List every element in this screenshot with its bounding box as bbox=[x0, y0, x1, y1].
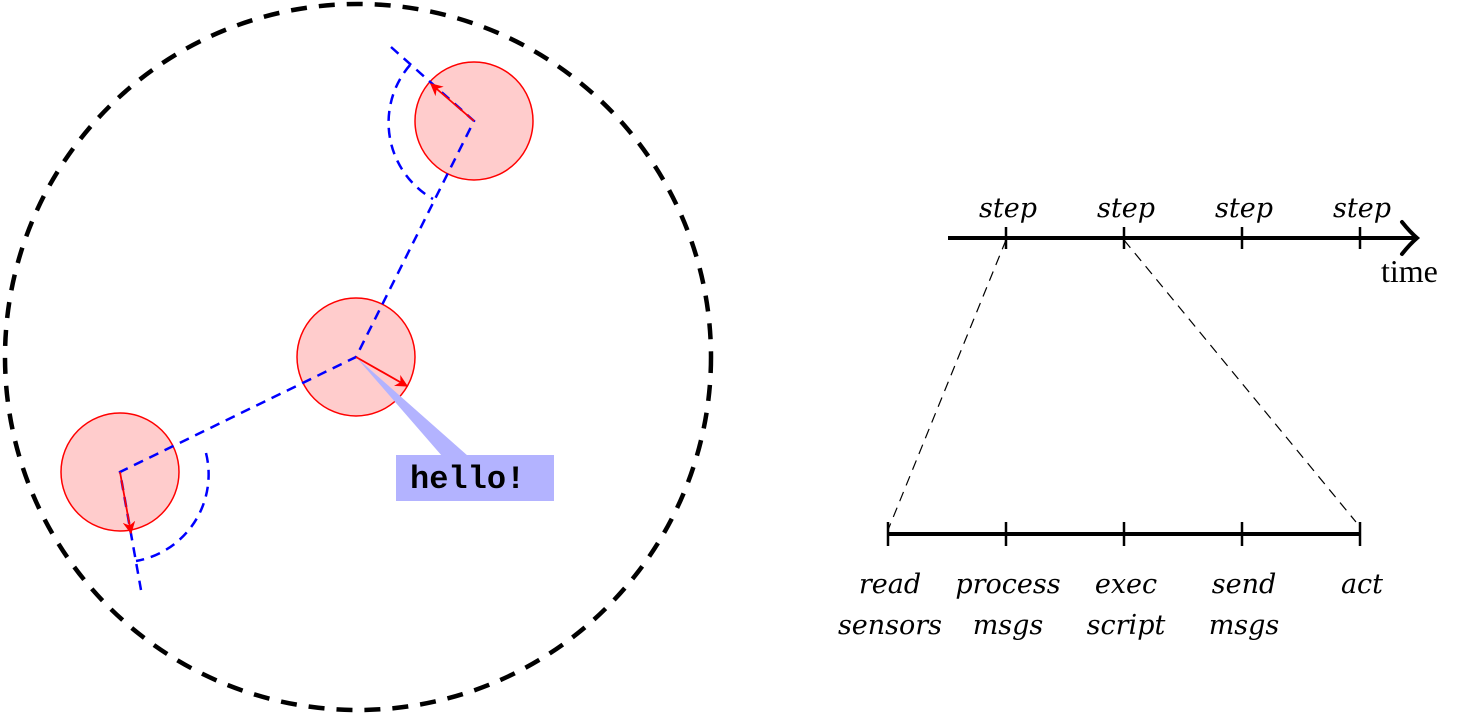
callout-pointer bbox=[356, 357, 468, 456]
heading-arrow-center bbox=[355, 356, 409, 387]
phase-label: exec bbox=[1095, 569, 1157, 600]
step-label: step bbox=[1215, 193, 1273, 224]
angle-arc-top bbox=[387, 64, 434, 201]
phase-label: act bbox=[1341, 569, 1383, 600]
phase-label: read bbox=[859, 569, 921, 600]
step-label: step bbox=[979, 193, 1037, 224]
phase-label: script bbox=[1087, 610, 1166, 641]
phase-label: msgs bbox=[973, 610, 1044, 641]
heading-arrow-left bbox=[119, 471, 136, 535]
time-axis-arrowhead bbox=[1400, 220, 1421, 256]
time-axis-label: time bbox=[1381, 253, 1438, 289]
phase-label: send bbox=[1212, 569, 1277, 600]
angle-arc-left bbox=[135, 452, 210, 563]
step-label: step bbox=[1333, 193, 1391, 224]
heading-arrow-top bbox=[430, 83, 475, 122]
phase-label: sensors bbox=[838, 610, 942, 641]
phase-ticks bbox=[886, 522, 1362, 546]
arena-boundary bbox=[2, 1, 714, 713]
callout-box bbox=[396, 455, 554, 501]
callout-text: hello! bbox=[410, 461, 525, 498]
step-ticks bbox=[1004, 227, 1362, 249]
zoom-line-right bbox=[1123, 239, 1357, 523]
step-label: step bbox=[1097, 193, 1155, 224]
zoom-line-left bbox=[887, 239, 1007, 531]
phase-label: msgs bbox=[1209, 610, 1280, 641]
phase-label: process bbox=[955, 569, 1060, 600]
